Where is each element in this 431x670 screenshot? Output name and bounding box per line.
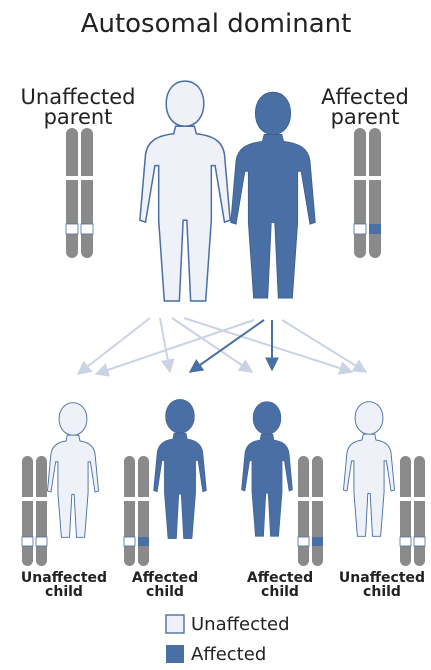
allele-band-mutant — [138, 537, 149, 546]
allele-band-normal — [413, 536, 426, 547]
left-parent-label-line2: parent — [44, 105, 113, 129]
allele-band-mutant — [312, 537, 323, 546]
arrow — [281, 319, 368, 373]
child-2-label-line1: Affected — [132, 570, 198, 586]
allele-band-normal — [65, 223, 79, 235]
allele-band-mutant — [369, 224, 381, 234]
inheritance-arrows — [76, 317, 368, 377]
arrow — [171, 317, 254, 373]
allele-band-normal — [297, 536, 310, 547]
legend-label-unaffected: Unaffected — [191, 614, 290, 635]
chromosome — [22, 456, 33, 566]
child-1-chromosome-pair — [20, 456, 50, 566]
right-parent-label-line2: parent — [331, 105, 400, 129]
chromosome — [312, 456, 323, 566]
child-4-label-line1: Unaffected — [339, 570, 425, 586]
chromosome — [354, 128, 366, 258]
arrow — [188, 319, 265, 373]
allele-band-normal — [123, 536, 136, 547]
affected-parent-figure — [230, 91, 316, 299]
allele-band-normal — [21, 536, 34, 547]
child-2-figure-affected — [153, 398, 207, 540]
allele-band-normal — [353, 223, 367, 235]
allele-band-normal — [399, 536, 412, 547]
right-parent-label-line1: Affected — [321, 85, 409, 109]
legend-swatch-affected — [166, 645, 184, 663]
child-3-label-line1: Affected — [247, 570, 313, 586]
child-3-chromosome-pair — [296, 456, 326, 566]
chromosome — [124, 456, 135, 566]
child-2-chromosome-pair — [122, 456, 152, 566]
arrow — [76, 317, 151, 375]
child-2-label-line2: child — [146, 584, 184, 600]
chromosome — [81, 128, 93, 258]
child-3-figure-affected — [241, 401, 293, 537]
arrow — [159, 317, 175, 374]
arrow — [94, 319, 255, 377]
chromosome-centromere-gap — [20, 497, 50, 501]
child-1-label-line2: child — [45, 584, 83, 600]
child-4-figure-unaffected — [342, 401, 396, 537]
chromosome-centromere-gap — [122, 497, 152, 501]
chromosome — [369, 128, 381, 258]
chromosome — [36, 456, 47, 566]
child-4-chromosome-pair — [398, 456, 428, 566]
allele-band-normal — [35, 536, 48, 547]
chromosome — [66, 128, 78, 258]
diagram-title: Autosomal dominant — [81, 9, 352, 39]
chromosome-centromere-gap — [352, 176, 384, 180]
legend: Unaffected Affected — [165, 614, 290, 665]
chromosome — [414, 456, 425, 566]
allele-band-normal — [80, 223, 94, 235]
legend-label-affected: Affected — [191, 644, 266, 665]
child-4-label-line2: child — [363, 584, 401, 600]
chromosome — [138, 456, 149, 566]
chromosome — [400, 456, 411, 566]
left-parent-chromosome-pair — [64, 128, 96, 258]
chromosome-centromere-gap — [398, 497, 428, 501]
legend-swatch-unaffected — [165, 614, 185, 634]
left-parent-label-line1: Unaffected — [21, 85, 136, 109]
chromosome — [298, 456, 309, 566]
right-parent-chromosome-pair — [352, 128, 384, 258]
chromosome-centromere-gap — [64, 176, 96, 180]
arrow — [183, 317, 354, 375]
unaffected-parent-figure — [139, 80, 231, 302]
chromosome-centromere-gap — [296, 497, 326, 501]
child-3-label-line2: child — [261, 584, 299, 600]
child-1-figure-unaffected — [46, 402, 100, 538]
child-1-label-line1: Unaffected — [21, 570, 107, 586]
